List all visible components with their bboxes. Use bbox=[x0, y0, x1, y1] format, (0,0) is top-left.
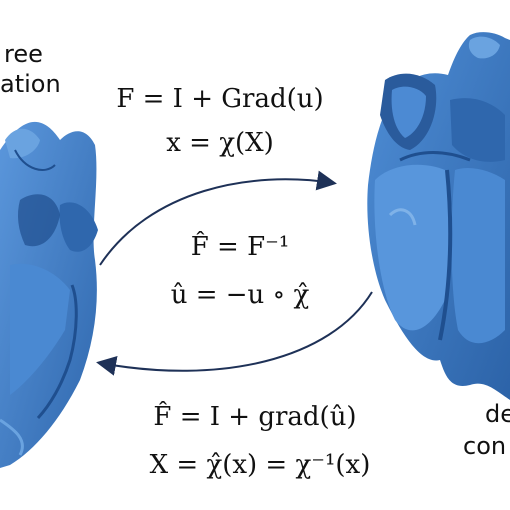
left-heart bbox=[0, 121, 98, 469]
right-label-line1: de bbox=[485, 400, 510, 428]
right-label-line2: con bbox=[463, 432, 507, 460]
left-label-line2: ation bbox=[0, 70, 61, 98]
equation-inverse-displacement: û = −u ∘ χ̂ bbox=[170, 280, 310, 310]
equation-backward-map: X = χ̂(x) = χ⁻¹(x) bbox=[149, 450, 371, 480]
right-heart bbox=[367, 32, 510, 401]
equation-forward-map: x = χ(X) bbox=[166, 128, 274, 158]
backward-map-arrow bbox=[96, 291, 373, 376]
equation-backward-gradient: F̂ = I + grad(û) bbox=[153, 402, 357, 432]
equation-inverse-gradient: F̂ = F⁻¹ bbox=[190, 232, 290, 262]
left-label-line1: ree bbox=[4, 40, 43, 68]
forward-map-arrow bbox=[99, 170, 337, 266]
equation-forward-deformation-gradient: F = I + Grad(u) bbox=[116, 84, 324, 114]
